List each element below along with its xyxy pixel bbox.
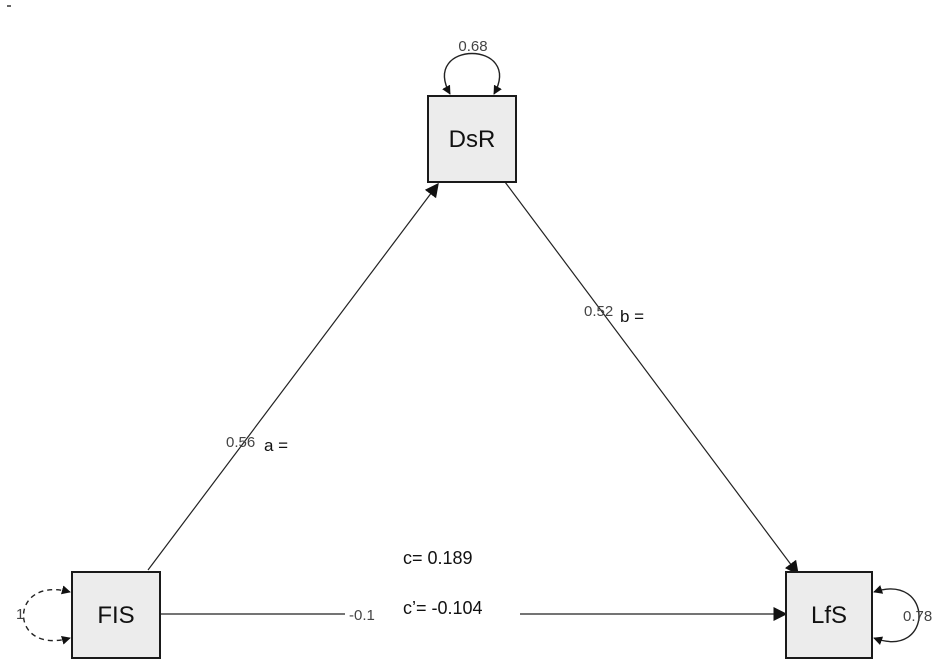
path-c-direct-coef: -0.1 (349, 607, 375, 624)
variance-label-dsr: 0.68 (458, 38, 487, 55)
path-b-coef: 0.52 (584, 303, 613, 320)
edge-dsr-lfs (504, 181, 799, 576)
variance-label-lfs: 0.78 (903, 608, 932, 625)
path-b-label: b = (620, 307, 644, 326)
variance-label-fis: 1 (16, 606, 24, 623)
direct-effect-label: c’= -0.104 (403, 598, 483, 618)
node-lfs: LfS (785, 571, 873, 659)
edge-fis-dsr (147, 182, 439, 571)
node-fis-label: FIS (97, 602, 134, 629)
node-fis: FIS (71, 571, 161, 659)
variance-loop-dsr (442, 52, 502, 95)
node-dsr: DsR (427, 95, 517, 183)
path-a-coef: 0.56 (226, 434, 255, 451)
path-a-label: a = (264, 436, 288, 455)
total-effect-label: c= 0.189 (403, 548, 473, 568)
node-lfs-label: LfS (811, 602, 847, 629)
variance-loop-fis (23, 585, 71, 645)
node-dsr-label: DsR (449, 126, 496, 153)
variance-loop-lfs (873, 585, 920, 646)
